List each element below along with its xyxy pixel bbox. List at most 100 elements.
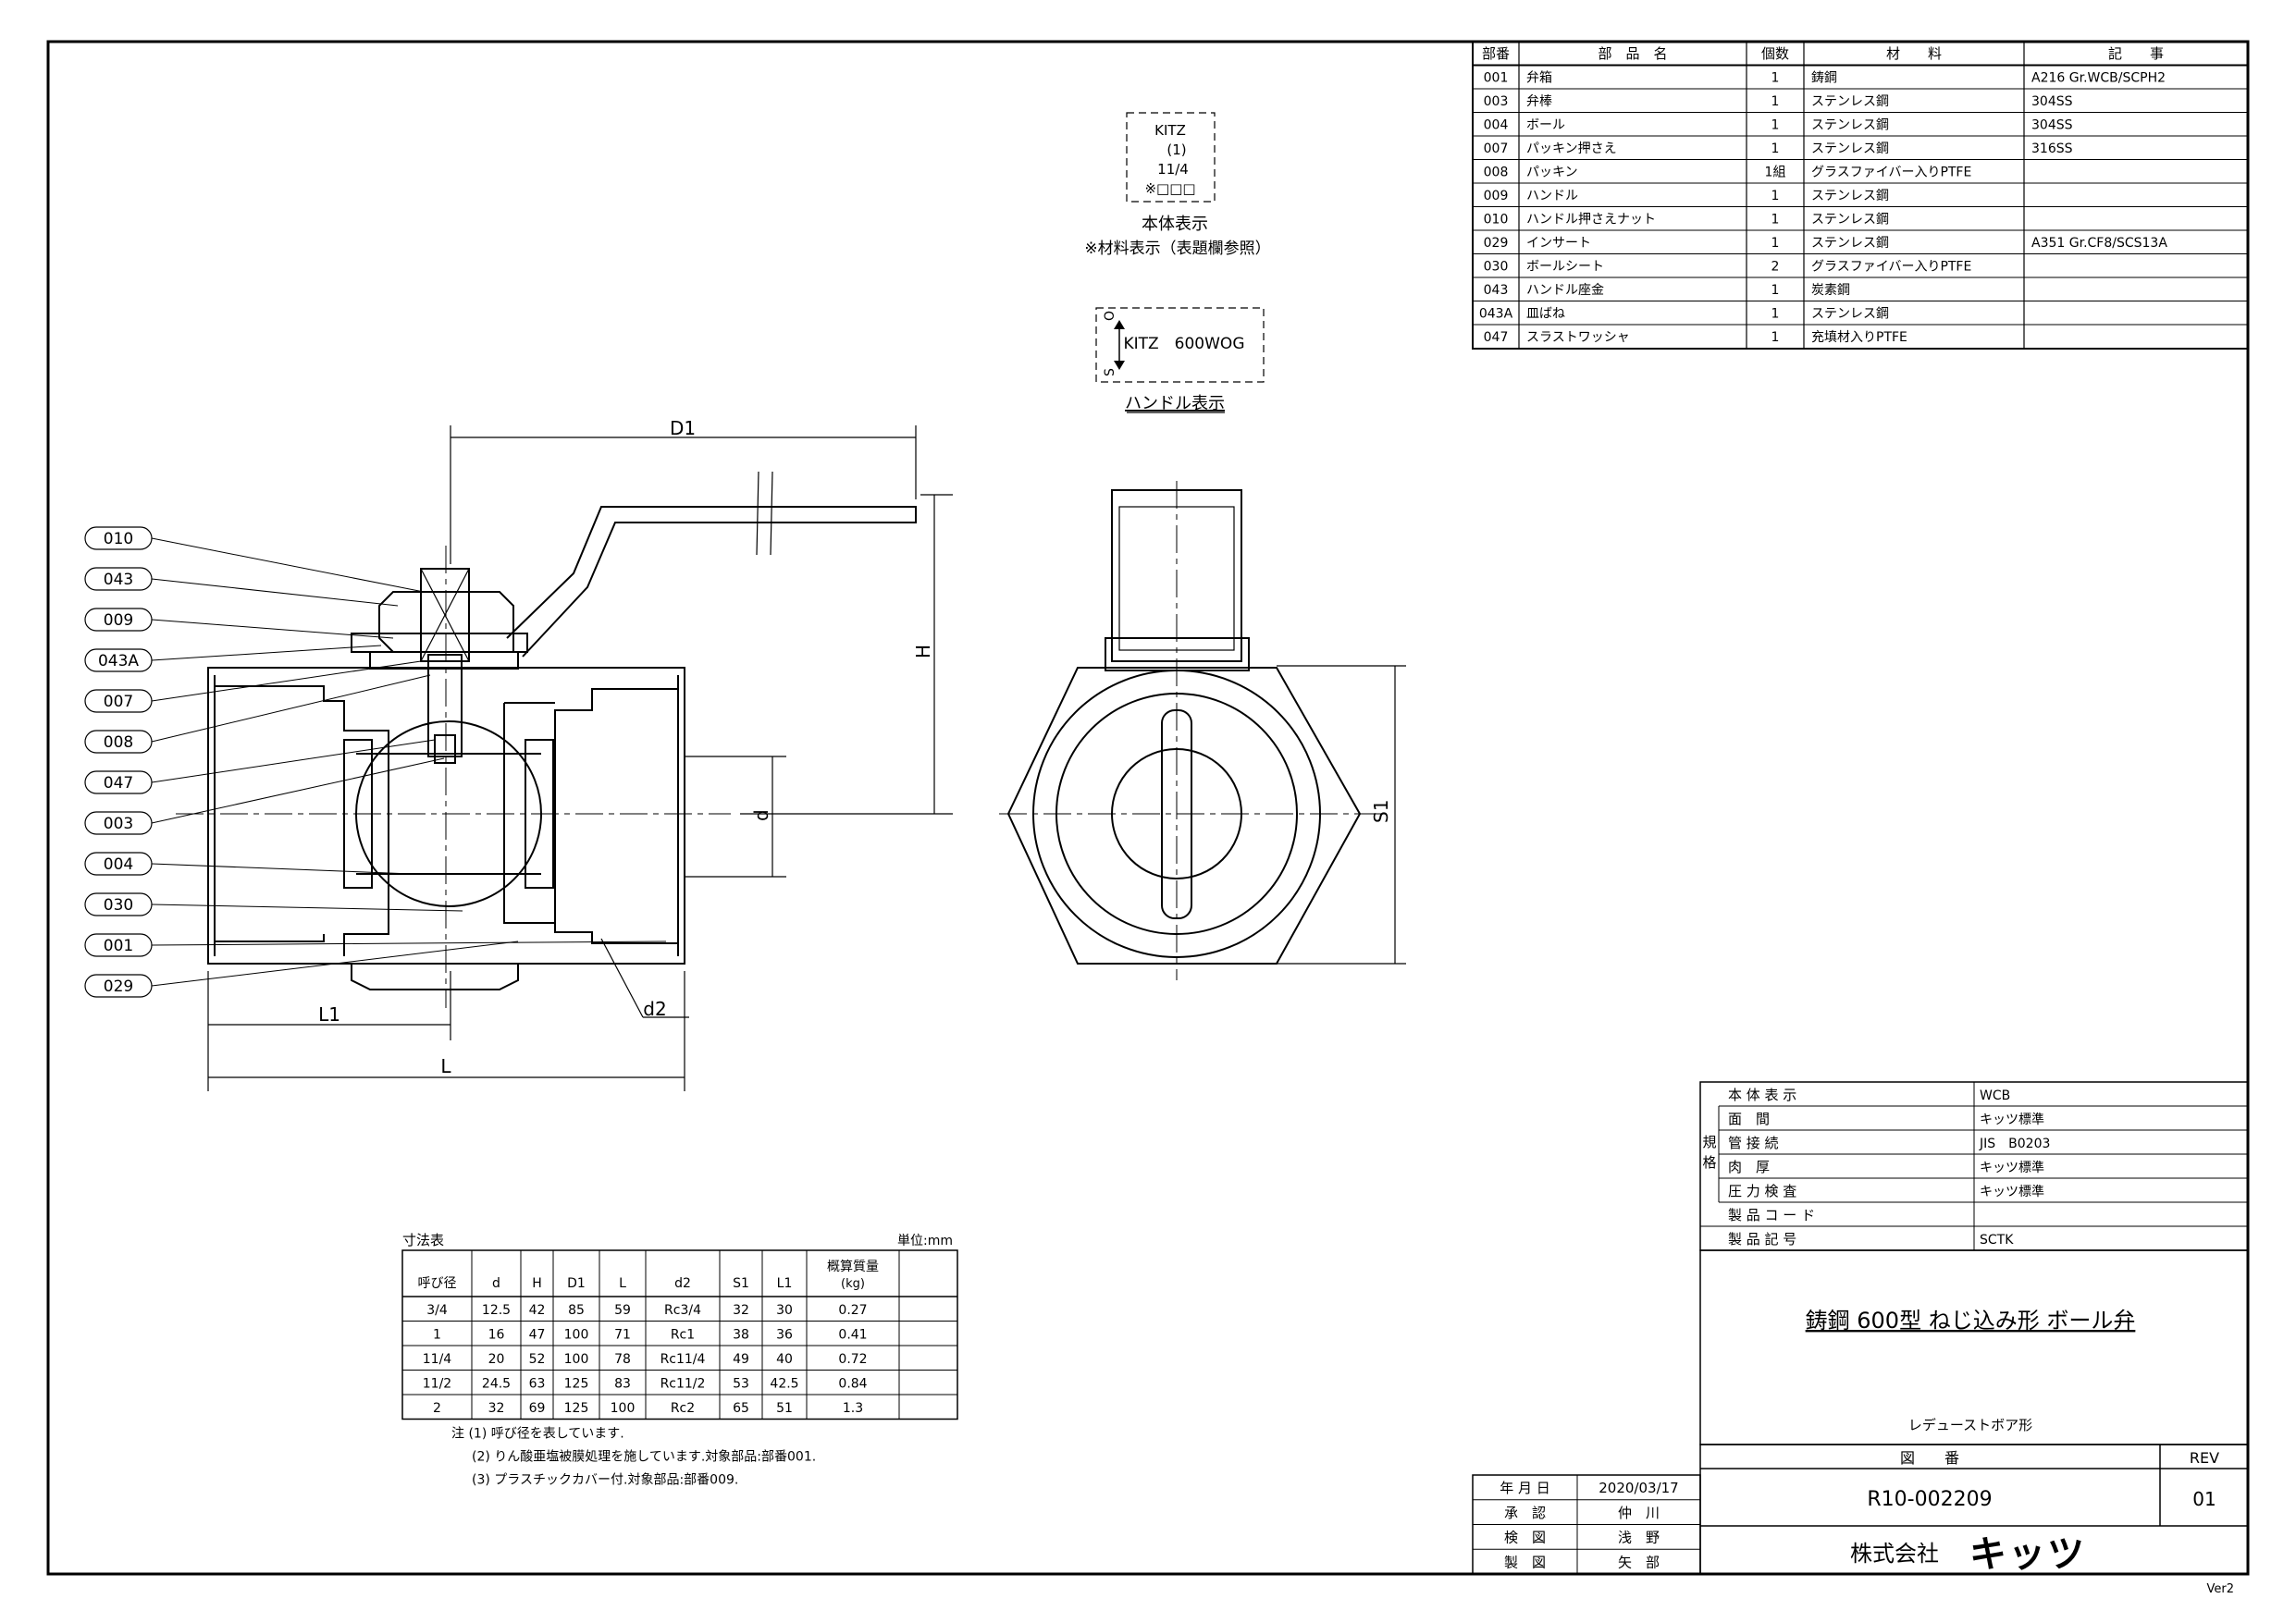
size-table-header: d2 <box>674 1276 691 1291</box>
side-dimensions <box>1277 665 1406 965</box>
parts-table-cell: 003 <box>1484 94 1509 109</box>
size-table-cell: 11/4 <box>423 1352 452 1367</box>
parts-table-cell: 1 <box>1771 330 1780 345</box>
parts-table-cell: 304SS <box>2031 94 2073 109</box>
size-table-cell: 32 <box>488 1401 505 1416</box>
handle-s-label: S <box>1103 368 1117 376</box>
dim-s1: S1 <box>1370 800 1392 823</box>
parts-table-cell: 鋳鋼 <box>1811 70 1837 86</box>
size-table-cell: 85 <box>568 1303 585 1318</box>
parts-table-cell: 1 <box>1771 71 1780 86</box>
spec-value: WCB <box>1980 1088 2010 1103</box>
body-marking-note: ※材料表示（表題欄参照） <box>1084 240 1270 258</box>
parts-table-cell: 1 <box>1771 236 1780 251</box>
spec-standard-label: 格 <box>1702 1154 1716 1171</box>
spec-label: 管 接 続 <box>1728 1135 1779 1151</box>
size-table-header: H <box>532 1276 542 1291</box>
parts-table-cell: ステンレス鋼 <box>1811 94 1889 109</box>
dim-h: H <box>912 645 934 658</box>
parts-table-cell: 1 <box>1771 283 1780 298</box>
handle-o-label: O <box>1103 311 1117 321</box>
size-table-cell: Rc2 <box>671 1401 695 1416</box>
company-logo: キッツ <box>1969 1533 2086 1576</box>
size-table-cell: 42.5 <box>770 1377 798 1392</box>
size-table-cell: 125 <box>564 1401 589 1416</box>
handle-marking-caption: ハンドル表示 <box>1125 394 1225 413</box>
size-table-cell: 40 <box>776 1352 793 1367</box>
dim-l: L <box>440 1055 451 1077</box>
size-table-cell: 11/2 <box>423 1377 451 1392</box>
parts-table-cell: 1 <box>1771 189 1780 203</box>
approval-value: 浅 野 <box>1618 1530 1660 1546</box>
rev-label: REV <box>2190 1449 2219 1467</box>
drawing-number: R10-002209 <box>1867 1488 1992 1511</box>
parts-table-cell: ステンレス鋼 <box>1811 118 1889 133</box>
approval-label: 承 認 <box>1504 1505 1546 1521</box>
size-table-header: S1 <box>733 1276 749 1291</box>
callout-label: 003 <box>104 815 133 833</box>
front-dimensions <box>207 425 953 1091</box>
size-table-cell: 20 <box>488 1352 505 1367</box>
size-table-cell: Rc3/4 <box>664 1303 701 1318</box>
parts-table-cell: 1 <box>1771 213 1780 227</box>
size-table-cell: 42 <box>529 1303 546 1318</box>
drawing-title: 鋳鋼 600型 ねじ込み形 ボール弁 <box>1806 1308 2136 1334</box>
size-table-cell: 53 <box>733 1377 749 1392</box>
parts-table-cell: 008 <box>1484 166 1509 180</box>
size-table-cell: 83 <box>614 1377 631 1392</box>
spec-value: キッツ標準 <box>1980 1185 2044 1199</box>
size-table-cell: Rc1 <box>671 1328 695 1343</box>
size-table-cell: 1.3 <box>843 1401 863 1416</box>
parts-table-cell: ハンドル座金 <box>1526 283 1604 298</box>
parts-table-cell: 047 <box>1484 330 1509 345</box>
parts-table-cell: 充填材入りPTFE <box>1811 330 1907 345</box>
approval-label: 年 月 日 <box>1500 1480 1550 1496</box>
parts-table-cell: グラスファイバー入りPTFE <box>1811 166 1971 180</box>
body-marking-line-1: KITZ <box>1154 122 1186 139</box>
handle-marking: S O KITZ 600WOG ハンドル表示 <box>1095 307 1265 413</box>
callout-label: 043 <box>104 571 133 589</box>
callout-label: 029 <box>104 977 133 996</box>
size-table-cell: Rc11/2 <box>660 1377 706 1392</box>
revision: 01 <box>2192 1488 2216 1510</box>
parts-table-cell: 皿ばね <box>1526 307 1565 322</box>
parts-table-cell: 001 <box>1484 71 1509 86</box>
approval-value: 2020/03/17 <box>1599 1480 1678 1496</box>
parts-table-header: 材 料 <box>1886 45 1942 62</box>
spec-value: SCTK <box>1980 1233 2014 1248</box>
parts-table-cell: ステンレス鋼 <box>1811 189 1889 203</box>
parts-table-cell: 043 <box>1484 283 1509 298</box>
parts-table-cell: 030 <box>1484 260 1509 275</box>
size-table-cell: 49 <box>733 1352 749 1367</box>
parts-table-cell: パッキン <box>1526 166 1578 180</box>
size-table-header: 概算質量 <box>827 1260 879 1274</box>
spec-label: 圧 力 検 査 <box>1728 1183 1796 1199</box>
size-table-cell: 47 <box>529 1328 546 1343</box>
size-table-header: L1 <box>777 1276 793 1291</box>
size-table-cell: 32 <box>733 1303 749 1318</box>
parts-table-cell: 029 <box>1484 236 1509 251</box>
size-table-header: d <box>492 1276 500 1291</box>
parts-table-cell: グラスファイバー入りPTFE <box>1811 260 1971 275</box>
dim-l1: L1 <box>318 1003 340 1026</box>
size-table-cell: 63 <box>529 1377 546 1392</box>
spec-label: 製 品 コ ー ド <box>1728 1207 1815 1223</box>
body-marking-line-2: (1) <box>1167 141 1186 158</box>
parts-table-cell: 1 <box>1771 307 1780 322</box>
size-table-cell: 100 <box>564 1352 589 1367</box>
parts-table-cell: インサート <box>1526 236 1591 251</box>
size-table-unit: 単位:mm <box>897 1234 953 1248</box>
callout-label: 009 <box>104 611 133 630</box>
size-table-cell: 36 <box>776 1328 793 1343</box>
size-table-cell: 12.5 <box>482 1303 511 1318</box>
parts-table-cell: 009 <box>1484 189 1509 203</box>
parts-table-cell: 弁箱 <box>1526 71 1552 86</box>
parts-table-header: 部 品 名 <box>1598 45 1667 62</box>
callout-label: 010 <box>104 530 133 548</box>
callout-label: 007 <box>104 693 133 711</box>
size-table-cell: 59 <box>614 1303 631 1318</box>
callout-label: 030 <box>104 896 133 915</box>
